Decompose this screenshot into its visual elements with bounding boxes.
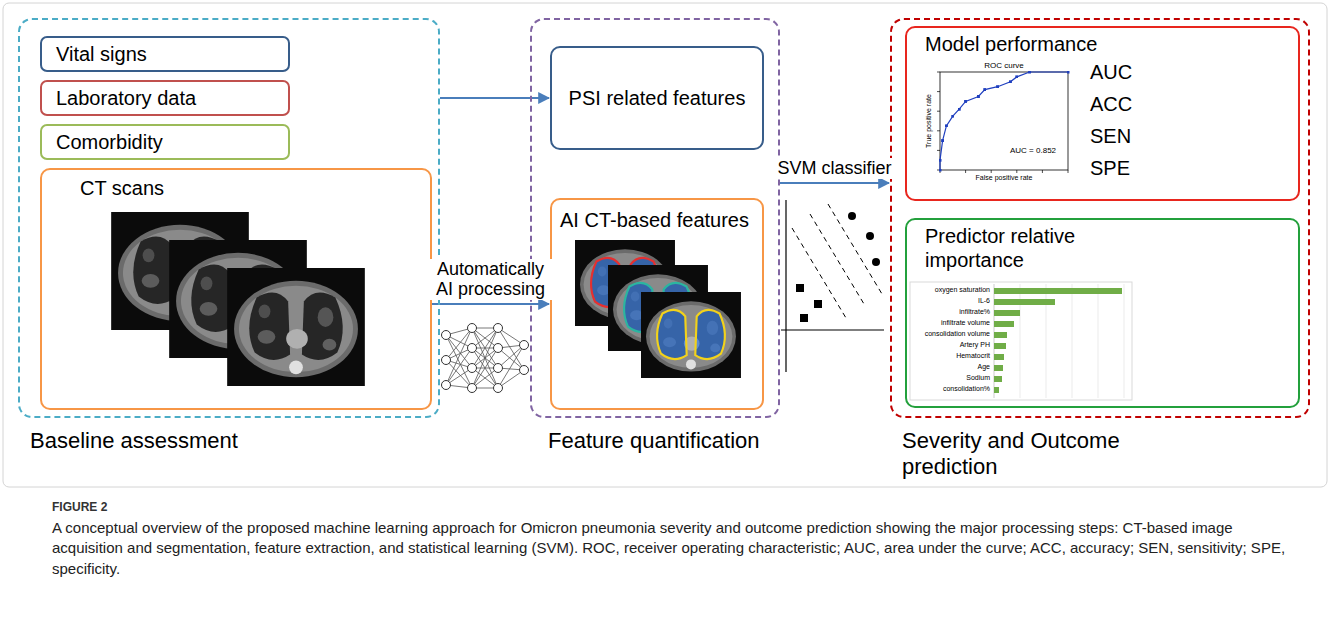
segmented-ct-images	[641, 292, 741, 378]
box-label: AI CT-based features	[560, 208, 749, 232]
bar-label: consolidation volume	[925, 330, 990, 338]
bar-label: Artery PH	[960, 341, 990, 349]
neural-network-icon	[442, 324, 529, 393]
neural-network-icon	[494, 324, 503, 333]
neural-network-icon	[520, 341, 529, 350]
panel-heading: Severity and Outcome prediction	[902, 428, 1142, 481]
bar-label: IL-6	[978, 297, 990, 305]
bar-label: infiltrate%	[959, 308, 990, 316]
bar-label: infiltrate volume	[941, 319, 990, 327]
input-box: Vital signs	[40, 36, 290, 72]
box-label: Model performance	[925, 32, 1097, 56]
segmented-ct-images	[657, 310, 725, 359]
figure-frame	[3, 3, 1327, 487]
bar-label: oxygen saturation	[935, 286, 990, 294]
bar-label: Age	[978, 363, 990, 371]
roc-plot	[940, 72, 1068, 170]
result-box: Model performanceAUC ACC SEN SPE	[905, 26, 1300, 201]
figure-number: FIGURE 2	[52, 500, 107, 514]
importance-bar-chart	[994, 376, 1002, 382]
feature-box: PSI related features	[550, 46, 764, 150]
neural-network-icon	[468, 384, 477, 393]
importance-bar-chart	[994, 299, 1055, 305]
segmented-ct-images	[575, 240, 741, 378]
connector-arrow	[440, 97, 549, 99]
importance-bar-chart	[994, 288, 1122, 393]
svm-illustration	[872, 258, 880, 266]
neural-network-icon	[494, 364, 503, 373]
importance-bar-chart	[910, 282, 1132, 400]
input-box: Comorbidity	[40, 124, 290, 160]
importance-bar-chart	[994, 365, 1003, 371]
importance-bar-chart	[994, 354, 1004, 360]
neural-network-icon	[468, 324, 477, 333]
neural-network-icon	[442, 324, 529, 393]
importance-bar-chart	[994, 310, 1020, 316]
box-label: Laboratory data	[42, 86, 288, 110]
chart-annotation: AUC = 0.852	[1010, 146, 1056, 156]
neural-network-icon	[442, 356, 451, 365]
panel-heading: Feature quantification	[548, 428, 760, 454]
chart-title: ROC curve	[984, 61, 1024, 71]
stage-panel: Vital signsLaboratory dataComorbidity CT …	[18, 18, 440, 418]
figure-caption: A conceptual overview of the proposed ma…	[52, 518, 1288, 579]
svm-illustration	[785, 200, 786, 372]
neural-network-icon	[446, 328, 524, 388]
roc-plot	[937, 72, 1068, 173]
metric-label: ACC	[1090, 92, 1132, 116]
box-label: Vital signs	[42, 42, 288, 66]
svm-illustration	[792, 228, 846, 318]
svm-illustration	[810, 214, 864, 304]
edge-label: Automatically AI processing	[427, 259, 555, 300]
svm-illustration	[828, 204, 882, 294]
edge-label: SVM classifier	[775, 158, 893, 179]
svm-illustration	[866, 232, 874, 240]
input-box: Laboratory data	[40, 80, 290, 116]
metric-label: AUC	[1090, 60, 1132, 84]
segmented-ct-images	[641, 292, 741, 378]
importance-bar-chart	[994, 321, 1014, 327]
bar-label: consolidation%	[943, 385, 990, 393]
box-label: CT scans	[80, 176, 164, 200]
stage-panel: PSI related features AI CT-based features…	[530, 18, 780, 418]
feature-box: AI CT-based features	[550, 198, 764, 410]
axis-label: True positive rate	[925, 94, 933, 148]
svm-illustration	[814, 300, 822, 308]
importance-bar-chart	[994, 332, 1007, 338]
stage-panel: Model performanceAUC ACC SEN SPE Predictor r…	[890, 18, 1310, 418]
bar-label: Sodium	[966, 374, 990, 382]
neural-network-icon	[468, 364, 477, 373]
metric-label: SPE	[1090, 156, 1130, 180]
box-label: Comorbidity	[42, 130, 288, 154]
metric-label: SEN	[1090, 124, 1131, 148]
importance-bar-chart	[994, 387, 999, 393]
box-label: Predictor relative importance	[925, 224, 1125, 272]
connector-arrow	[780, 182, 889, 184]
svm-illustration	[848, 212, 856, 220]
svm-illustration	[796, 284, 804, 292]
neural-network-icon	[520, 366, 529, 375]
neural-network-icon	[494, 344, 503, 353]
bar-label: Hematocrit	[956, 352, 990, 360]
box-label: PSI related features	[552, 86, 762, 110]
neural-network-icon	[442, 381, 451, 390]
ct-scan-images	[227, 268, 365, 386]
svm-illustration	[781, 200, 884, 372]
ct-scan-images	[111, 212, 365, 386]
roc-plot	[937, 72, 1068, 173]
svm-illustration	[781, 329, 884, 330]
neural-network-icon	[468, 344, 477, 353]
neural-network-icon	[442, 331, 451, 340]
axis-label: False positive rate	[976, 174, 1033, 182]
importance-bar-chart	[994, 288, 1122, 294]
importance-bar-chart	[994, 343, 1006, 349]
panel-heading: Baseline assessment	[30, 428, 238, 454]
svm-illustration	[800, 314, 808, 322]
image-box: CT scans	[40, 168, 432, 410]
roc-plot	[940, 72, 1068, 170]
importance-bar-chart	[910, 282, 1132, 400]
neural-network-icon	[494, 384, 503, 393]
